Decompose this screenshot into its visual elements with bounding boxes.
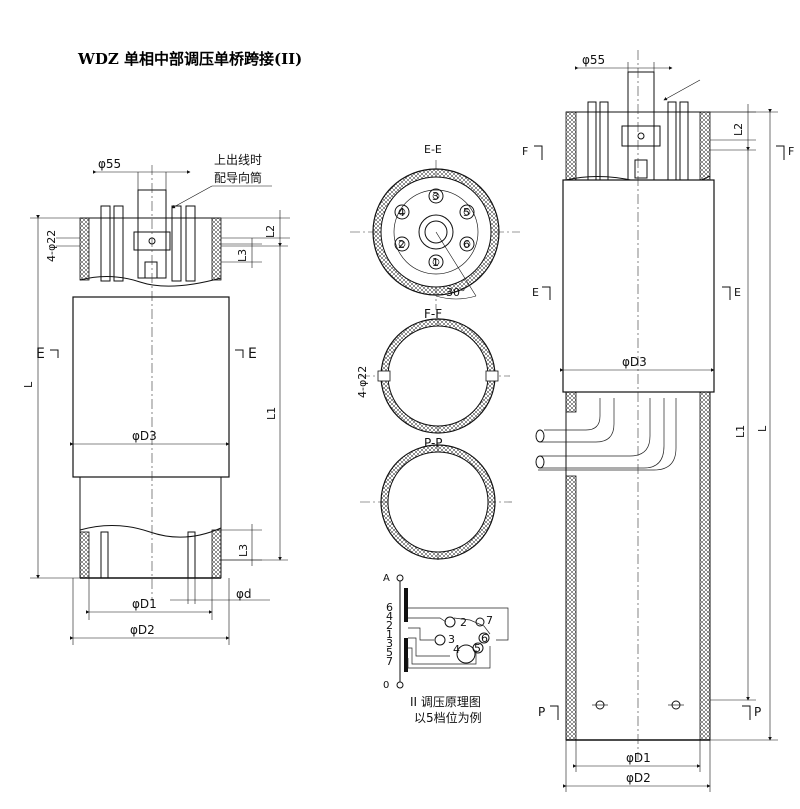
right-shaft-end	[634, 159, 648, 179]
ee-center-bore	[418, 214, 454, 250]
schematic-tap-4: 4	[386, 610, 393, 623]
left-note-line-2: 配导向筒	[214, 170, 262, 185]
left-e-marker-right: E	[248, 346, 257, 362]
left-break-line-bottom	[79, 524, 222, 538]
ee-tap-label-6: 1	[432, 256, 439, 269]
right-e-marker-left: E	[532, 286, 539, 299]
right-l1-label: L1	[734, 425, 747, 438]
left-l3-bottom-label: L3	[237, 544, 250, 557]
left-upper-wall-left	[79, 217, 90, 281]
schematic-contact-5: 5	[474, 642, 481, 655]
schematic-tap-2: 2	[386, 619, 393, 632]
left-l2-label: L2	[264, 225, 277, 238]
right-l2-label: L2	[732, 123, 745, 136]
section-e-e: E-E 4 3 5 2 6 1 30°	[350, 143, 520, 310]
right-main-body	[562, 179, 715, 393]
left-lower-wall-left	[79, 531, 90, 579]
right-d3-label: φD3	[622, 355, 647, 369]
left-break-line-top	[79, 276, 222, 287]
ee-tap-label-5: 6	[463, 238, 470, 251]
left-shaft-end	[144, 261, 158, 279]
schematic-tap-3: 3	[386, 637, 393, 650]
left-rod-3	[171, 205, 182, 282]
right-rod-2	[599, 101, 609, 181]
schematic-top-label: A	[383, 573, 390, 584]
right-f-marker-right: F	[788, 145, 794, 158]
right-coupling	[621, 125, 661, 147]
right-d2-label: φD2	[626, 771, 651, 785]
right-f-marker-left: F	[522, 145, 528, 158]
section-ff-title: F-F	[424, 307, 442, 321]
ee-tap-label-3: 5	[463, 206, 470, 219]
right-p-marker-left: P	[538, 705, 545, 719]
ff-hole-spec-label: 4-φ22	[356, 366, 369, 398]
schematic-contact-6: 6	[481, 632, 488, 645]
left-d1-label: φD1	[132, 597, 157, 611]
schematic-caption-2: 以5档位为例	[414, 710, 482, 725]
right-upper-wall-left	[565, 111, 577, 181]
right-l-label: L	[756, 425, 769, 432]
drawing-title: WDZ 单相中部调压单桥跨接(II)	[77, 50, 302, 68]
schematic-contact-3: 3	[448, 633, 455, 646]
left-rod-2	[113, 205, 124, 282]
tap-changer-schematic: A 0 6 4 2 1 3 5 7 2 3 4 5 6 7 II 调压原理图 以	[383, 573, 509, 725]
left-d3-label: φD3	[132, 429, 157, 443]
left-upper-wall-right	[211, 217, 222, 281]
schematic-contact-2: 2	[460, 616, 467, 629]
section-f-f: F-F 4-φ22	[356, 307, 510, 434]
right-lower-wall-right	[699, 391, 711, 741]
right-rod-4	[679, 101, 689, 181]
pp-inner-bore	[387, 451, 489, 553]
schematic-tap-7: 7	[386, 655, 393, 668]
schematic-tap-6: 6	[386, 601, 393, 614]
left-d2-label: φD2	[130, 623, 155, 637]
right-rod-1	[587, 101, 597, 181]
right-elevation-view: φ55 L2 L1 L F F E E φD3 P P	[522, 50, 794, 792]
right-upper-wall-right	[699, 111, 711, 181]
schematic-bottom-label: 0	[383, 680, 389, 691]
schematic-contact-7: 7	[486, 614, 493, 627]
left-rod-4	[185, 205, 196, 282]
schematic-contact-4: 4	[453, 643, 460, 656]
schematic-tap-5: 5	[386, 646, 393, 659]
left-l1-label: L1	[265, 407, 278, 420]
left-hole-spec-label: 4-φ22	[45, 230, 58, 262]
section-p-p: P-P	[360, 436, 512, 560]
right-lower-wall-left	[565, 475, 577, 741]
schematic-tap-1: 1	[386, 628, 393, 641]
right-d1-label: φD1	[626, 751, 651, 765]
ee-tap-label-1: 4	[398, 206, 405, 219]
ee-tap-label-4: 2	[398, 238, 405, 251]
right-top-diameter-label: φ55	[582, 53, 605, 67]
left-note-line-1: 上出线时	[214, 153, 262, 167]
section-ee-title: E-E	[424, 143, 442, 156]
left-rod-1	[100, 205, 111, 282]
left-l3-top-label: L3	[236, 249, 249, 262]
left-main-body	[72, 296, 230, 478]
right-p-marker-right: P	[754, 705, 761, 719]
left-e-marker-left: E	[36, 346, 45, 362]
schematic-caption-1: II 调压原理图	[410, 695, 481, 709]
left-lower-wall-right	[211, 529, 222, 579]
left-elevation-view: φ55 上出线时 配导向筒 4-φ22 L2 L3 L L1 L3	[22, 153, 290, 645]
right-rod-3	[667, 101, 677, 181]
ee-angle-label: 30°	[446, 286, 466, 299]
left-l-label: L	[22, 381, 35, 388]
left-d-label: φd	[236, 587, 252, 601]
ee-tap-label-2: 3	[432, 190, 439, 203]
left-top-diameter-label: φ55	[98, 157, 121, 171]
right-e-marker-right: E	[734, 286, 741, 299]
ff-inner-bore	[387, 325, 489, 427]
